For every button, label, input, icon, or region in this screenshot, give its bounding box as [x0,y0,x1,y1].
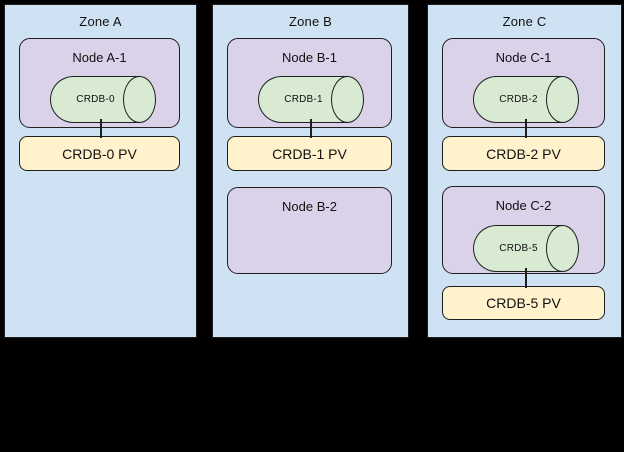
pv-box-crdb-1: CRDB-1 PV [227,136,392,171]
zone-a: Zone A Node A-1 CRDB-0 CRDB-0 PV [4,4,197,338]
cylinder-crdb-2: CRDB-2 [473,76,579,123]
connector-line [525,119,527,138]
pv-label: CRDB-0 PV [62,145,137,162]
pv-box-crdb-2: CRDB-2 PV [442,136,605,171]
zone-label: Zone A [79,14,122,29]
pv-box-crdb-5: CRDB-5 PV [442,286,605,320]
pv-label: CRDB-2 PV [486,145,561,162]
pv-box-crdb-0: CRDB-0 PV [19,136,180,171]
node-label: Node A-1 [72,50,127,65]
cylinder-crdb-0: CRDB-0 [50,76,156,123]
zone-label: Zone C [502,14,547,29]
connector-line [310,119,312,138]
node-a-1: Node A-1 CRDB-0 [19,38,180,128]
node-label: Node B-2 [282,199,337,214]
pv-label: CRDB-1 PV [272,145,347,162]
cylinder-end-ellipse [123,76,156,123]
connector-line [525,268,527,288]
cylinder-end-ellipse [546,76,579,123]
cylinder-label: CRDB-1 [284,94,323,105]
cylinder-end-ellipse [546,225,579,272]
cylinder-body: CRDB-1 [258,76,348,123]
pv-label: CRDB-5 PV [486,295,561,311]
zone-c: Zone C Node C-1 CRDB-2 CRDB-2 PV Node C-… [427,4,622,338]
node-label: Node B-1 [282,50,337,65]
cylinder-crdb-5: CRDB-5 [473,225,579,272]
cylinder-label: CRDB-5 [499,243,538,254]
connector-line [100,119,102,138]
node-label: Node C-2 [495,198,552,213]
node-b-2: Node B-2 [227,187,392,274]
node-label: Node C-1 [495,50,552,65]
node-c-2: Node C-2 CRDB-5 [442,186,605,274]
zone-label: Zone B [288,14,333,29]
cylinder-crdb-1: CRDB-1 [258,76,364,123]
cylinder-end-ellipse [331,76,364,123]
zone-b: Zone B Node B-1 CRDB-1 CRDB-1 PV Node B-… [212,4,409,338]
node-b-1: Node B-1 CRDB-1 [227,38,392,128]
cylinder-label: CRDB-2 [499,94,538,105]
cylinder-label: CRDB-0 [76,94,115,105]
node-c-1: Node C-1 CRDB-2 [442,38,605,128]
